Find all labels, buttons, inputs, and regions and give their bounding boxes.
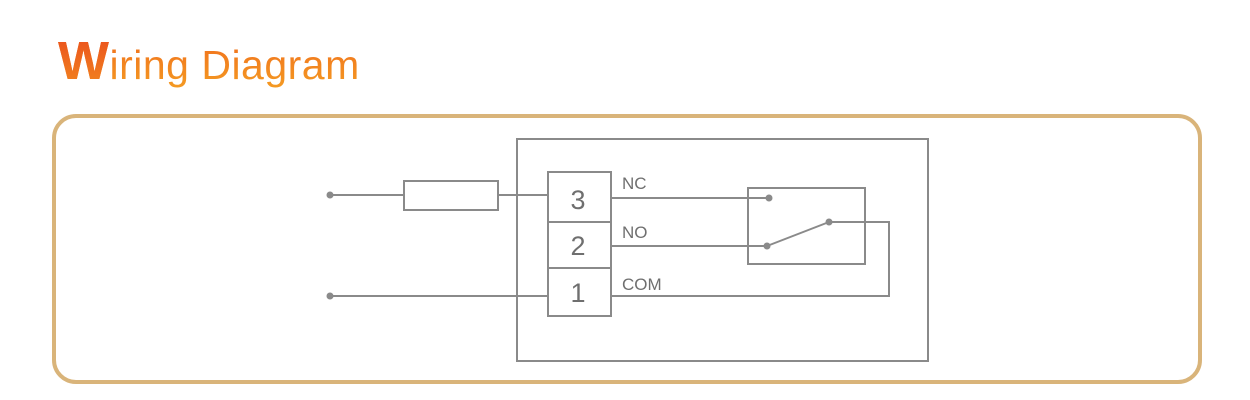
terminal-1-number: 1 (570, 278, 585, 308)
resistor (403, 180, 499, 211)
terminal-2-label: NO (622, 223, 648, 242)
terminal-1-label: COM (622, 275, 662, 294)
diagram-frame (52, 114, 1202, 384)
page-title: Wiring Diagram (58, 34, 360, 88)
terminal-3-label: NC (622, 174, 647, 193)
terminal-3-number: 3 (570, 185, 585, 215)
terminal-block (547, 171, 612, 317)
device-enclosure (516, 138, 929, 362)
no-contact-dot (763, 242, 771, 250)
relay-box (747, 187, 866, 265)
switch-arm (766, 221, 830, 247)
input-terminal-dot (326, 292, 334, 300)
com-pivot-dot (825, 218, 833, 226)
title-initial: W (58, 31, 110, 91)
terminal-2-number: 2 (570, 231, 585, 261)
nc-contact-dot (765, 194, 773, 202)
input-terminal-dot (326, 191, 334, 199)
com-wire (611, 221, 890, 297)
